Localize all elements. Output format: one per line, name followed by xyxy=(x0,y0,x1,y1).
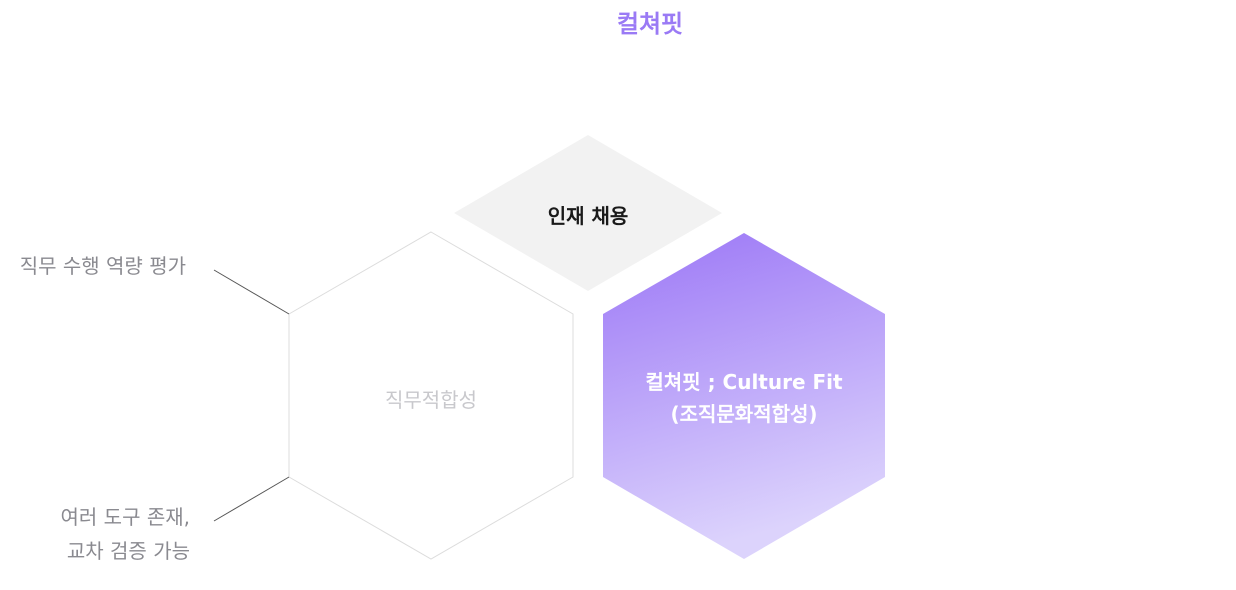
note-tools-line2: 교차 검증 가능 xyxy=(66,539,190,563)
connector-line-top xyxy=(213,269,290,315)
recruit-label: 인재 채용 xyxy=(547,204,629,228)
culture-fit-label: 컬쳐핏 ; Culture Fit (조직문화적합성) xyxy=(604,366,884,430)
job-fit-label: 직무적합성 xyxy=(385,388,477,412)
page-title: 컬쳐핏 xyxy=(616,10,684,38)
note-tools-line1: 여러 도구 존재, xyxy=(60,505,190,529)
connector-line-bottom xyxy=(213,476,290,522)
recruit-hexagon xyxy=(454,135,722,291)
note-tools: 여러 도구 존재, 교차 검증 가능 xyxy=(0,500,190,568)
culture-fit-label-line2: (조직문화적합성) xyxy=(670,402,818,426)
note-job-evaluation: 직무 수행 역량 평가 xyxy=(19,254,186,278)
culture-fit-hexagon xyxy=(603,233,885,559)
culture-fit-label-line1: 컬쳐핏 ; Culture Fit xyxy=(645,370,843,394)
